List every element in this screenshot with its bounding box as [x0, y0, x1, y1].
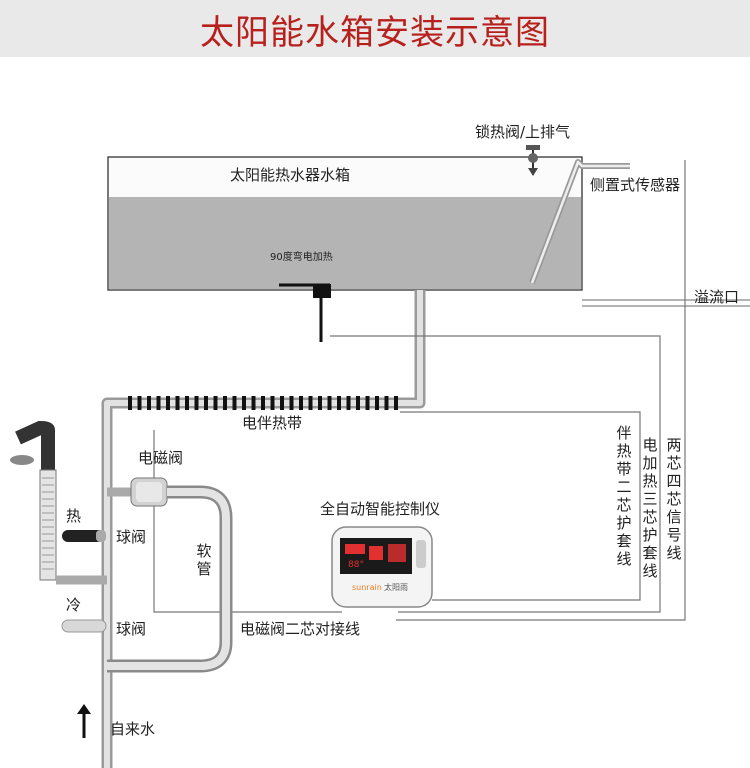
heat-tape-label: 电伴热带 — [242, 414, 303, 432]
page-title: 太阳能水箱安装示意图 — [200, 13, 550, 53]
controller: 88° sunrain 太阳雨 — [331, 526, 433, 608]
hose — [107, 485, 233, 673]
signal-wire-label: 两芯四芯信号线 — [666, 436, 682, 562]
lock-valve-icon — [526, 145, 540, 176]
controller-label: 全自动智能控制仪 — [320, 500, 441, 518]
heat-tape-segment — [156, 396, 161, 410]
heat-tape-segment — [375, 396, 379, 410]
heat-tape-segment — [346, 396, 351, 410]
arrow-up-icon — [77, 704, 91, 738]
heat-tape-segment — [394, 396, 398, 410]
heat-tape-segment — [128, 396, 132, 410]
heat-tape-segment — [299, 396, 303, 410]
heat-tape-segment — [308, 396, 313, 410]
heat-tape-segment — [356, 396, 360, 410]
svg-text:太阳雨: 太阳雨 — [384, 582, 408, 592]
cold-label: 冷 — [66, 596, 82, 614]
solenoid-valve — [107, 477, 168, 507]
water-level — [109, 197, 581, 289]
heat-tape-segment — [147, 396, 151, 410]
heater-wire-label: 电加热三芯护套线 — [642, 436, 658, 580]
heater-90-label: 90度弯电加热 — [270, 252, 333, 263]
heat-tape-segment — [185, 396, 189, 410]
title-bar — [0, 0, 750, 57]
overflow-label: 溢流口 — [694, 288, 740, 306]
heat-tape-segment — [384, 396, 389, 410]
ball-valve-cold — [61, 619, 107, 633]
heat-tape — [128, 396, 398, 410]
hot-tap — [10, 420, 107, 585]
svg-text:sunrain: sunrain — [352, 583, 382, 592]
heat-tape-segment — [261, 396, 265, 410]
hot-label: 热 — [66, 507, 82, 525]
lock-valve-label: 锁热阀/上排气 — [475, 123, 571, 141]
heat-tape-segment — [166, 396, 170, 410]
tape-wire-label: 伴热带二芯护套线 — [616, 424, 632, 568]
heat-tape-segment — [289, 396, 294, 410]
heat-tape-segment — [270, 396, 275, 410]
heat-tape-segment — [280, 396, 284, 410]
heat-tape-segment — [337, 396, 341, 410]
heat-tape-segment — [137, 396, 142, 410]
solenoid-wire-label: 电磁阀二芯对接线 — [240, 620, 361, 638]
hose-label: 软管 — [196, 542, 212, 578]
heat-tape-segment — [242, 396, 246, 410]
heat-tape-segment — [318, 396, 322, 410]
heat-tape-segment — [194, 396, 199, 410]
heat-tape-segment — [232, 396, 237, 410]
ball-valve-1-label: 球阀 — [116, 528, 147, 546]
heat-tape-segment — [223, 396, 227, 410]
svg-text:88°: 88° — [348, 560, 364, 570]
side-sensor-label: 侧置式传感器 — [590, 176, 681, 194]
heat-tape-segment — [213, 396, 218, 410]
tap-water-label: 自来水 — [110, 720, 156, 738]
heat-tape-segment — [365, 396, 370, 410]
side-sensor — [529, 159, 630, 285]
ball-valve-hot — [62, 530, 106, 542]
water-tank — [107, 156, 583, 291]
solenoid-label: 电磁阀 — [138, 449, 184, 467]
ball-valve-2-label: 球阀 — [116, 620, 147, 638]
heat-tape-segment — [175, 396, 180, 410]
electric-heater — [279, 283, 331, 342]
heat-tape-segment — [204, 396, 208, 410]
overflow-pipe — [582, 299, 750, 307]
heat-tape-segment — [327, 396, 332, 410]
heat-tape-segment — [251, 396, 256, 410]
tank-label: 太阳能热水器水箱 — [230, 166, 351, 184]
